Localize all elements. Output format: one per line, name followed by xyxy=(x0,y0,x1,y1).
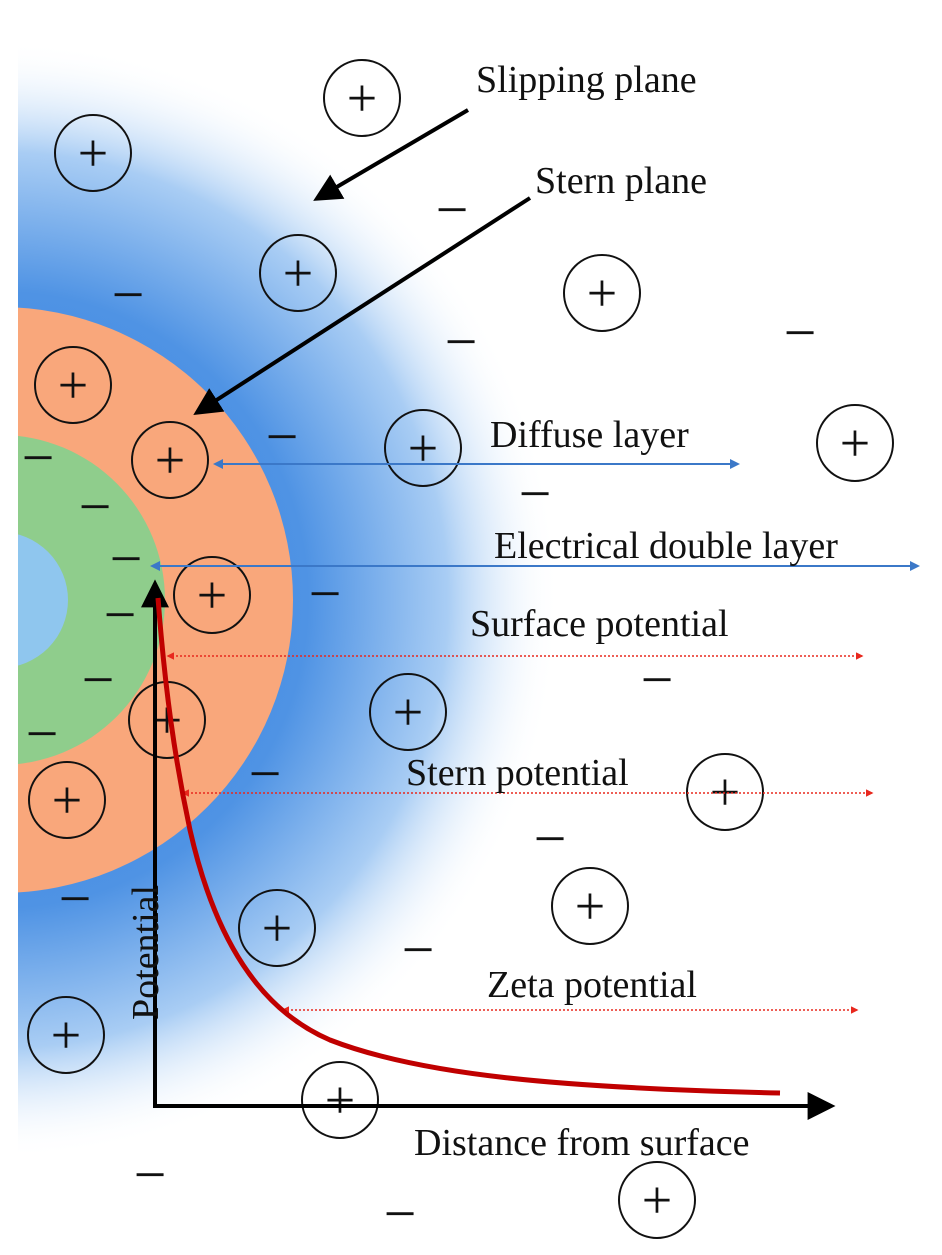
negative-ion: − xyxy=(82,647,115,712)
negative-ion: − xyxy=(784,300,817,365)
svg-text:+: + xyxy=(325,1070,355,1130)
svg-text:+: + xyxy=(262,898,292,958)
stern-potential-label: Stern potential xyxy=(406,752,629,794)
positive-ion: + xyxy=(301,1061,379,1139)
svg-text:+: + xyxy=(587,263,617,323)
negative-ion: − xyxy=(26,701,59,766)
negative-ion: − xyxy=(402,917,435,982)
negative-ion: − xyxy=(112,262,145,327)
svg-text:+: + xyxy=(347,68,377,128)
slipping-plane-pointer xyxy=(313,108,470,201)
negative-ion: − xyxy=(436,177,469,242)
positive-ion: + xyxy=(551,867,629,945)
y-axis-label: Potential xyxy=(125,885,167,1020)
left-edge-strip-top xyxy=(0,0,18,1255)
positive-ion: + xyxy=(34,346,112,424)
positive-ion: + xyxy=(369,673,447,751)
svg-text:+: + xyxy=(283,243,313,303)
positive-ion: + xyxy=(54,114,132,192)
negative-ion: − xyxy=(110,526,143,591)
negative-ion: − xyxy=(104,582,137,647)
positive-ion: + xyxy=(238,889,316,967)
svg-text:+: + xyxy=(52,770,82,830)
svg-text:+: + xyxy=(408,418,438,478)
svg-text:+: + xyxy=(78,123,108,183)
stern-plane-label: Stern plane xyxy=(535,160,707,202)
positive-ion: + xyxy=(131,421,209,499)
positive-ion: + xyxy=(27,996,105,1074)
negative-ion: − xyxy=(79,474,112,539)
charged-surface-ring xyxy=(0,435,165,765)
positive-ion: + xyxy=(28,761,106,839)
svg-text:+: + xyxy=(51,1005,81,1065)
negative-ion: − xyxy=(445,309,478,374)
negative-ion: − xyxy=(384,1181,417,1246)
negative-ion: − xyxy=(249,741,282,806)
negative-ion: − xyxy=(22,425,55,490)
electrical-double-layer-label: Electrical double layer xyxy=(494,525,838,567)
positive-ion: + xyxy=(259,234,337,312)
svg-text:+: + xyxy=(710,762,740,822)
negative-ion: − xyxy=(266,404,299,469)
x-axis-label: Distance from surface xyxy=(414,1122,750,1164)
svg-text:+: + xyxy=(393,682,423,742)
stern-plane-pointer xyxy=(193,196,532,416)
svg-text:+: + xyxy=(197,565,227,625)
positive-ion: + xyxy=(323,59,401,137)
negative-ion: − xyxy=(134,1142,167,1207)
slipping-plane-label: Slipping plane xyxy=(476,59,697,101)
positive-ion: + xyxy=(618,1161,696,1239)
svg-text:+: + xyxy=(575,876,605,936)
negative-ion: − xyxy=(59,866,92,931)
negative-ion: − xyxy=(309,561,342,626)
surface-potential-label: Surface potential xyxy=(470,603,729,645)
svg-text:+: + xyxy=(155,430,185,490)
negative-ion: − xyxy=(534,806,567,871)
positive-ion: + xyxy=(173,556,251,634)
diffuse-layer-label: Diffuse layer xyxy=(490,414,689,456)
negative-ion: − xyxy=(519,461,552,526)
positive-ion: + xyxy=(563,254,641,332)
svg-text:+: + xyxy=(642,1170,672,1230)
positive-ion: + xyxy=(816,404,894,482)
potential-curve xyxy=(155,597,781,1096)
svg-text:+: + xyxy=(840,413,870,473)
svg-text:+: + xyxy=(58,355,88,415)
zeta-potential-label: Zeta potential xyxy=(487,964,697,1006)
